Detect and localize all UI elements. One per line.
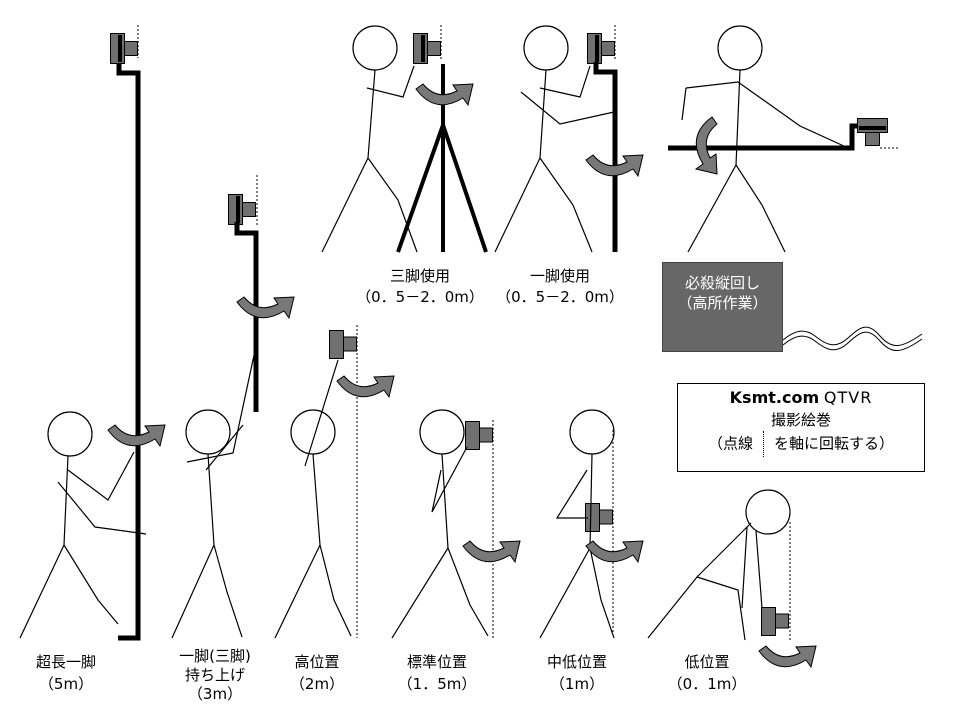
head — [745, 489, 791, 535]
vertical-rotation-box: 必殺縦回し （高所作業） — [662, 262, 783, 352]
camera-icon — [587, 33, 615, 64]
rotation-arrow-icon — [336, 375, 395, 398]
legend-note: （点線 を軸に回転する） — [678, 431, 924, 457]
position-height-lifted: （3m） — [187, 685, 243, 703]
position-height-standard: （1．5m） — [397, 675, 477, 693]
stick-body — [539, 453, 615, 639]
stick-body — [19, 451, 147, 639]
monopod-range: （0．5－2．0m） — [496, 288, 624, 306]
position-label-super-long: 超長一脚 — [35, 653, 97, 671]
stick-body — [171, 345, 257, 639]
legend-product: QTVR — [823, 388, 873, 407]
camera-icon — [857, 118, 888, 146]
stick-body — [681, 69, 847, 253]
stick-body — [321, 65, 418, 253]
camera-icon — [761, 607, 789, 636]
position-label-high: 高位置 — [294, 653, 340, 671]
legend-box: Ksmt.com QTVR 撮影絵巻 （点線 を軸に回転する） — [677, 383, 925, 472]
vertical-rotation-label: 必殺縦回し — [684, 274, 760, 292]
stick-body — [494, 65, 615, 253]
position-sub-lifted: 持ち上げ — [184, 666, 246, 684]
camera-icon — [329, 330, 357, 359]
stick-body — [274, 359, 352, 639]
head — [352, 25, 398, 71]
figure-vertical-rotation — [668, 25, 900, 253]
rotation-arrow-icon — [585, 540, 644, 563]
head — [569, 409, 615, 455]
camera-icon — [465, 421, 493, 450]
legend-heading: Ksmt.com QTVR — [678, 387, 924, 409]
position-label-standard: 標準位置 — [406, 653, 468, 671]
figure-standard-position — [391, 409, 521, 639]
head — [419, 409, 465, 455]
position-height-super-long: （5m） — [38, 675, 94, 693]
rotation-arrow-icon — [236, 296, 295, 319]
stick-body — [647, 522, 763, 641]
head — [717, 25, 763, 71]
wavy-lines — [782, 326, 923, 351]
rotation-arrow-icon — [462, 540, 521, 563]
position-height-mid-low: （1m） — [549, 675, 605, 693]
monopod-label: 一脚使用 — [529, 267, 591, 285]
head — [185, 409, 231, 455]
position-label-low: 低位置 — [684, 653, 730, 671]
position-height-low: （0．1m） — [667, 675, 747, 693]
legend-title: 撮影絵巻 — [770, 411, 831, 429]
legend-note-end: を軸に回転する） — [774, 434, 895, 453]
legend-brand: Ksmt.com — [729, 388, 820, 407]
monopod-pole — [116, 63, 141, 641]
figure-super-long-monopod — [19, 25, 166, 641]
camera-icon — [228, 194, 256, 225]
camera-icon — [110, 33, 138, 64]
head — [290, 409, 336, 455]
figure-monopod — [494, 25, 644, 253]
camera-icon — [413, 33, 441, 64]
figure-high-position — [274, 325, 395, 639]
figure-lifted-monopod — [171, 175, 295, 639]
figure-tripod — [321, 25, 488, 253]
figure-low-position — [647, 489, 817, 668]
rotation-arrow-icon — [758, 645, 817, 668]
figure-mid-low-position — [539, 409, 644, 639]
camera-icon — [585, 503, 613, 532]
position-height-high: （2m） — [289, 675, 345, 693]
head — [523, 25, 569, 71]
tripod-legs — [396, 64, 488, 253]
tripod-range: （0．5－2．0m） — [356, 288, 484, 306]
tripod-label: 三脚使用 — [389, 267, 451, 285]
monopod-pole — [234, 222, 259, 412]
dotted-axis-sample — [763, 431, 764, 457]
head — [47, 411, 93, 457]
monopod-pole — [593, 62, 618, 252]
vertical-rotation-note: （高所作業） — [677, 294, 768, 312]
position-label-mid-low: 中低位置 — [546, 653, 608, 671]
stick-body — [391, 446, 489, 639]
legend-note-start: （点線 — [707, 434, 753, 453]
position-label-lifted: 一脚(三脚) — [179, 647, 251, 665]
